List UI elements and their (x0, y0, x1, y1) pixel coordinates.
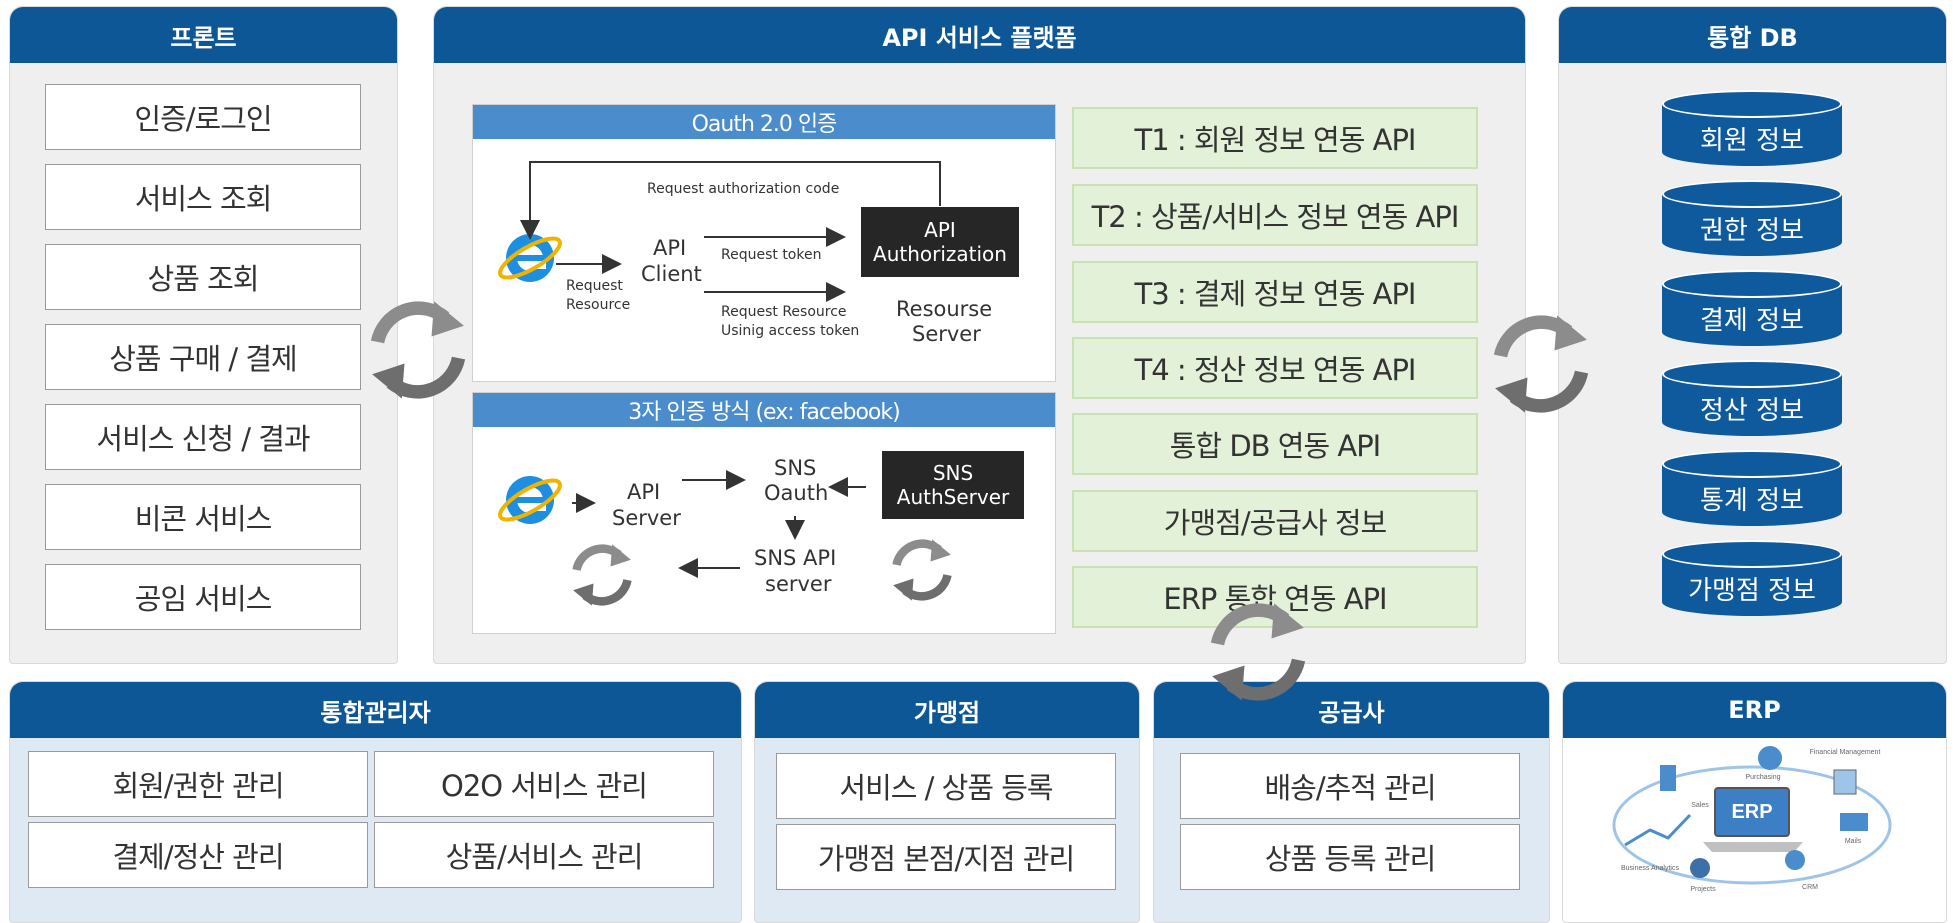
browser-icon-oauth (493, 229, 567, 287)
db-cylinder-label: 결제 정보 (1700, 306, 1804, 336)
api-item-t2[interactable]: T2 : 상품/서비스 정보 연동 API (1072, 184, 1478, 246)
sns-authserver-label-1: SNS (932, 461, 974, 485)
api-item-t1[interactable]: T1 : 회원 정보 연동 API (1072, 107, 1478, 169)
supplier-item-product[interactable]: 상품 등록 관리 (1180, 824, 1520, 890)
supplier-title: 공급사 (1154, 682, 1549, 738)
erp-title: ERP (1563, 682, 1946, 738)
front-item-product-search[interactable]: 상품 조회 (45, 244, 361, 310)
api-item-t4[interactable]: T4 : 정산 정보 연동 API (1072, 337, 1478, 399)
browser-icon-sns (493, 471, 567, 529)
db-cylinder-payment[interactable]: 결제 정보 (1662, 270, 1842, 360)
resource-server-label-1: Resourse (896, 297, 993, 321)
erp-label-analytics: Business Analytics (1621, 865, 1679, 872)
front-item-beacon[interactable]: 비콘 서비스 (45, 484, 361, 550)
request-resource-token-label-1: Request Resource (721, 304, 847, 320)
franchise-item-register[interactable]: 서비스 / 상품 등록 (776, 753, 1116, 819)
request-resource-token-label-2: Usinig access token (721, 323, 860, 339)
sync-icon-platform-db (1495, 315, 1587, 412)
supplier-item-delivery[interactable]: 배송/추적 관리 (1180, 753, 1520, 819)
api-authorization-label-1: API (924, 218, 956, 242)
erp-label-finance: Financial Management (1810, 749, 1881, 756)
erp-illustration: ERP Purchasing Financial Management Sale… (1612, 746, 1892, 893)
admin-item-payment[interactable]: 결제/정산 관리 (28, 822, 368, 888)
erp-label-purchasing: Purchasing (1745, 774, 1780, 781)
db-title: 통합 DB (1559, 7, 1946, 63)
sns-oauth-label-1: SNS (774, 456, 817, 480)
sns-oauth-label-2: Oauth (764, 481, 829, 505)
erp-label-projects: Projects (1690, 886, 1716, 893)
erp-logo-text: ERP (1731, 801, 1772, 823)
front-title: 프론트 (10, 7, 397, 63)
sns-authserver-box[interactable]: SNS AuthServer (882, 451, 1024, 519)
franchise-title: 가맹점 (755, 682, 1139, 738)
db-cylinder-label: 가맹점 정보 (1688, 576, 1816, 606)
api-server-label-2: Server (612, 506, 681, 530)
api-client-label-1: API (653, 236, 687, 260)
resource-server-label-2: Server (912, 322, 981, 346)
db-cylinder-settlement[interactable]: 정산 정보 (1662, 360, 1842, 450)
front-item-service-search[interactable]: 서비스 조회 (45, 164, 361, 230)
api-item-partner[interactable]: 가맹점/공급사 정보 (1072, 490, 1478, 552)
admin-title: 통합관리자 (10, 682, 741, 738)
api-client-label-2: Client (641, 262, 702, 286)
db-cylinder-franchise[interactable]: 가맹점 정보 (1662, 540, 1842, 630)
franchise-item-branch[interactable]: 가맹점 본점/지점 관리 (776, 824, 1116, 890)
db-cylinder-member[interactable]: 회원 정보 (1662, 90, 1842, 180)
sns-auth-title: 3자 인증 방식 (ex: facebook) (473, 393, 1055, 427)
sns-api-server-label-2: server (765, 572, 832, 596)
db-cylinder-label: 정산 정보 (1700, 396, 1804, 426)
front-item-login[interactable]: 인증/로그인 (45, 84, 361, 150)
front-item-labor[interactable]: 공임 서비스 (45, 564, 361, 630)
db-cylinder-label: 권한 정보 (1700, 216, 1804, 246)
api-authorization-label-2: Authorization (873, 242, 1007, 266)
api-item-t3[interactable]: T3 : 결제 정보 연동 API (1072, 261, 1478, 323)
front-item-purchase[interactable]: 상품 구매 / 결제 (45, 324, 361, 390)
sync-icon-platform-partners (1212, 603, 1304, 700)
oauth-title: Oauth 2.0 인증 (473, 105, 1055, 139)
sns-authserver-label-2: AuthServer (896, 485, 1010, 509)
db-cylinder-label: 회원 정보 (1700, 126, 1804, 156)
erp-label-mails: Mails (1845, 838, 1862, 845)
sync-icon-sns-left (573, 544, 631, 605)
db-cylinder-label: 통계 정보 (1700, 486, 1804, 516)
erp-label-sales: Sales (1691, 802, 1709, 809)
erp-label-crm: CRM (1802, 884, 1818, 891)
sync-icon-front-platform (372, 301, 464, 398)
api-authorization-box[interactable]: API Authorization (861, 207, 1019, 277)
platform-title: API 서비스 플랫폼 (434, 7, 1525, 63)
request-token-label: Request token (721, 247, 822, 263)
sns-api-server-label-1: SNS API (754, 546, 837, 570)
request-resource-label-1: Request (566, 278, 623, 294)
api-server-label-1: API (627, 480, 661, 504)
api-item-db[interactable]: 통합 DB 연동 API (1072, 413, 1478, 475)
request-resource-label-2: Resource (566, 297, 631, 313)
sync-icon-sns-right (893, 539, 951, 600)
admin-item-o2o[interactable]: O2O 서비스 관리 (374, 751, 714, 817)
admin-item-product[interactable]: 상품/서비스 관리 (374, 822, 714, 888)
front-item-service-apply[interactable]: 서비스 신청 / 결과 (45, 404, 361, 470)
request-code-label: Request authorization code (647, 181, 840, 197)
db-cylinder-permission[interactable]: 권한 정보 (1662, 180, 1842, 270)
db-cylinder-statistics[interactable]: 통계 정보 (1662, 450, 1842, 540)
admin-item-member[interactable]: 회원/권한 관리 (28, 751, 368, 817)
